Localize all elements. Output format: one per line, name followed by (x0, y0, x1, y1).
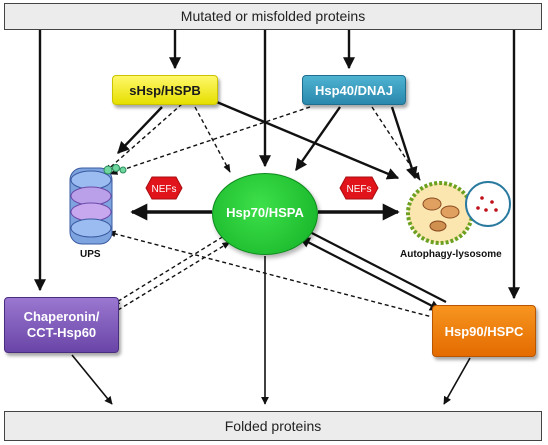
nefs-right: NEFs (339, 176, 379, 200)
dashed-arrows (104, 103, 437, 319)
proteasome-icon (69, 164, 127, 245)
shsp-hspb-box: sHsp/HSPB (112, 75, 218, 105)
chaperonin-line1: Chaperonin/ (23, 309, 100, 324)
nefs-left: NEFs (145, 176, 183, 200)
bottom-bar-folded-proteins: Folded proteins (4, 411, 542, 441)
solid-arrows (34, 30, 520, 405)
hsp70-hspa-node: Hsp70/HSPA (212, 173, 318, 255)
autophagy-lysosome-label: Autophagy-lysosome (400, 249, 502, 260)
top-bar-mutated-proteins: Mutated or misfolded proteins (4, 3, 542, 30)
hsp40-dnaj-box: Hsp40/DNAJ (302, 75, 406, 105)
ups-label: UPS (80, 249, 101, 260)
nefs-left-label: NEFs (152, 184, 177, 195)
chaperonin-cct-box: Chaperonin/ CCT-Hsp60 (4, 297, 119, 353)
hsp90-hspc-box: Hsp90/HSPC (432, 305, 536, 357)
chaperonin-line2: CCT-Hsp60 (26, 325, 97, 340)
autophagy-lysosome-icon (406, 181, 511, 245)
nefs-right-label: NEFs (347, 184, 372, 195)
